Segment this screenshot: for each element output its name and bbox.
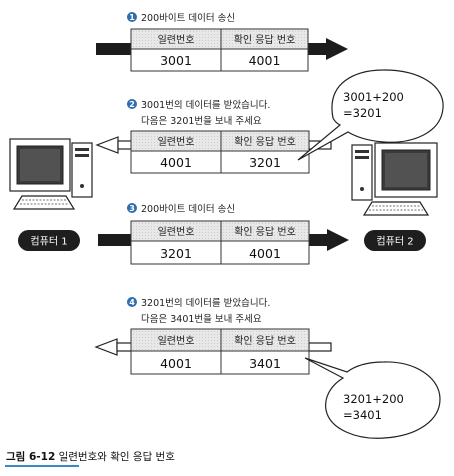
computer-2-label-pill [364,230,426,251]
step-1-arrow [96,38,348,60]
computer-2-keyboard [362,201,430,216]
calc-bubble-1: 3001+200 =3201 [297,69,444,161]
calc-bubble-2-line2: =3401 [343,408,382,422]
arrow-shaft-left [96,43,131,55]
step-3-text: 200바이트 데이터 송신 [141,204,235,215]
computer-1-tower [71,142,93,198]
step-3-number: 3 [129,204,135,213]
step-3-badge [127,203,137,213]
packet-2-ack-value: 3201 [249,155,281,170]
computer-2-monitor [374,142,438,198]
packet-3-seq-header: 일련번호 [158,226,195,238]
calc-bubble-1-line1: 3001+200 [343,90,404,104]
packet-1-ack-value: 4001 [249,53,281,68]
packet-4-ack-header: 확인 응답 번호 [234,335,296,347]
packet-2-seq-value: 4001 [160,155,192,170]
packet-4: 일련번호 확인 응답 번호 4001 3401 [130,328,310,375]
packet-3-ack-value: 4001 [249,246,281,261]
step-2-number: 2 [129,100,135,109]
step-1-badge [127,12,137,22]
step-3-label: 3 200바이트 데이터 송신 [127,203,235,215]
packet-1: 일련번호 확인 응답 번호 3001 4001 [130,28,309,72]
arrow-head-left [94,338,118,356]
packet-4-seq-value: 4001 [160,356,192,371]
computer-2-tower [351,144,373,201]
step-4-number: 4 [129,298,135,307]
arrow-shaft-right [308,43,330,55]
packet-2-seq-header: 일련번호 [158,136,195,148]
step-2-text-line1: 3001번의 데이터를 받았습니다. [141,99,270,111]
packet-1-ack-header: 확인 응답 번호 [234,34,296,46]
packet-3-seq-value: 3201 [160,246,192,261]
step-1-text: 200바이트 데이터 송신 [141,13,235,24]
packet-2-ack-header: 확인 응답 번호 [234,136,296,148]
calc-bubble-2: 3201+200 =3401 [304,357,441,439]
step-2-text-line2: 다음은 3201번을 보내 주세요 [141,116,262,127]
caption-underline [5,465,79,467]
step-4-text-line2: 다음은 3401번을 보내 주세요 [141,314,262,325]
computer-1-keyboard [12,195,76,210]
step-2-badge [127,99,137,109]
packet-3: 일련번호 확인 응답 번호 3201 4001 [130,220,310,265]
figure-number: 그림 6-12 [6,451,56,463]
calc-bubble-2-line1: 3201+200 [343,392,404,406]
figure-title: 일련번호와 확인 응답 번호 [58,451,175,463]
computer-1-label: 컴퓨터 1 [30,236,67,248]
step-3-arrow [98,229,349,251]
arrow-shaft-right [309,234,331,246]
computer-2: 컴퓨터 2 [351,142,438,251]
step-1-number: 1 [129,13,135,22]
packet-3-ack-header: 확인 응답 번호 [234,226,296,238]
arrow-head-right [326,38,348,60]
arrow-head-left [95,136,119,154]
calc-bubble-1-line2: =3201 [343,106,382,120]
packet-1-seq-header: 일련번호 [158,34,195,46]
computer-1-monitor [9,138,71,192]
step-4-label: 4 3201번의 데이터를 받았습니다. 다음은 3401번을 보내 주세요 [127,297,270,325]
packet-2: 일련번호 확인 응답 번호 4001 3201 [130,130,310,174]
packet-4-seq-header: 일련번호 [158,335,195,347]
step-4-badge [127,297,137,307]
packet-1-seq-value: 3001 [160,53,192,68]
packet-4-ack-value: 3401 [249,356,281,371]
step-2-label: 2 3001번의 데이터를 받았습니다. 다음은 3201번을 보내 주세요 [127,99,270,127]
arrow-shaft-left [98,234,131,246]
computer-2-label: 컴퓨터 2 [376,236,413,248]
figure-caption: 그림 6-12 일련번호와 확인 응답 번호 [6,449,175,464]
step-1-label: 1 200바이트 데이터 송신 [127,12,235,24]
computer-1: 컴퓨터 1 [9,138,93,251]
step-4-text-line1: 3201번의 데이터를 받았습니다. [141,297,270,309]
arrow-head-right [327,229,349,251]
computer-1-label-pill [18,230,80,251]
